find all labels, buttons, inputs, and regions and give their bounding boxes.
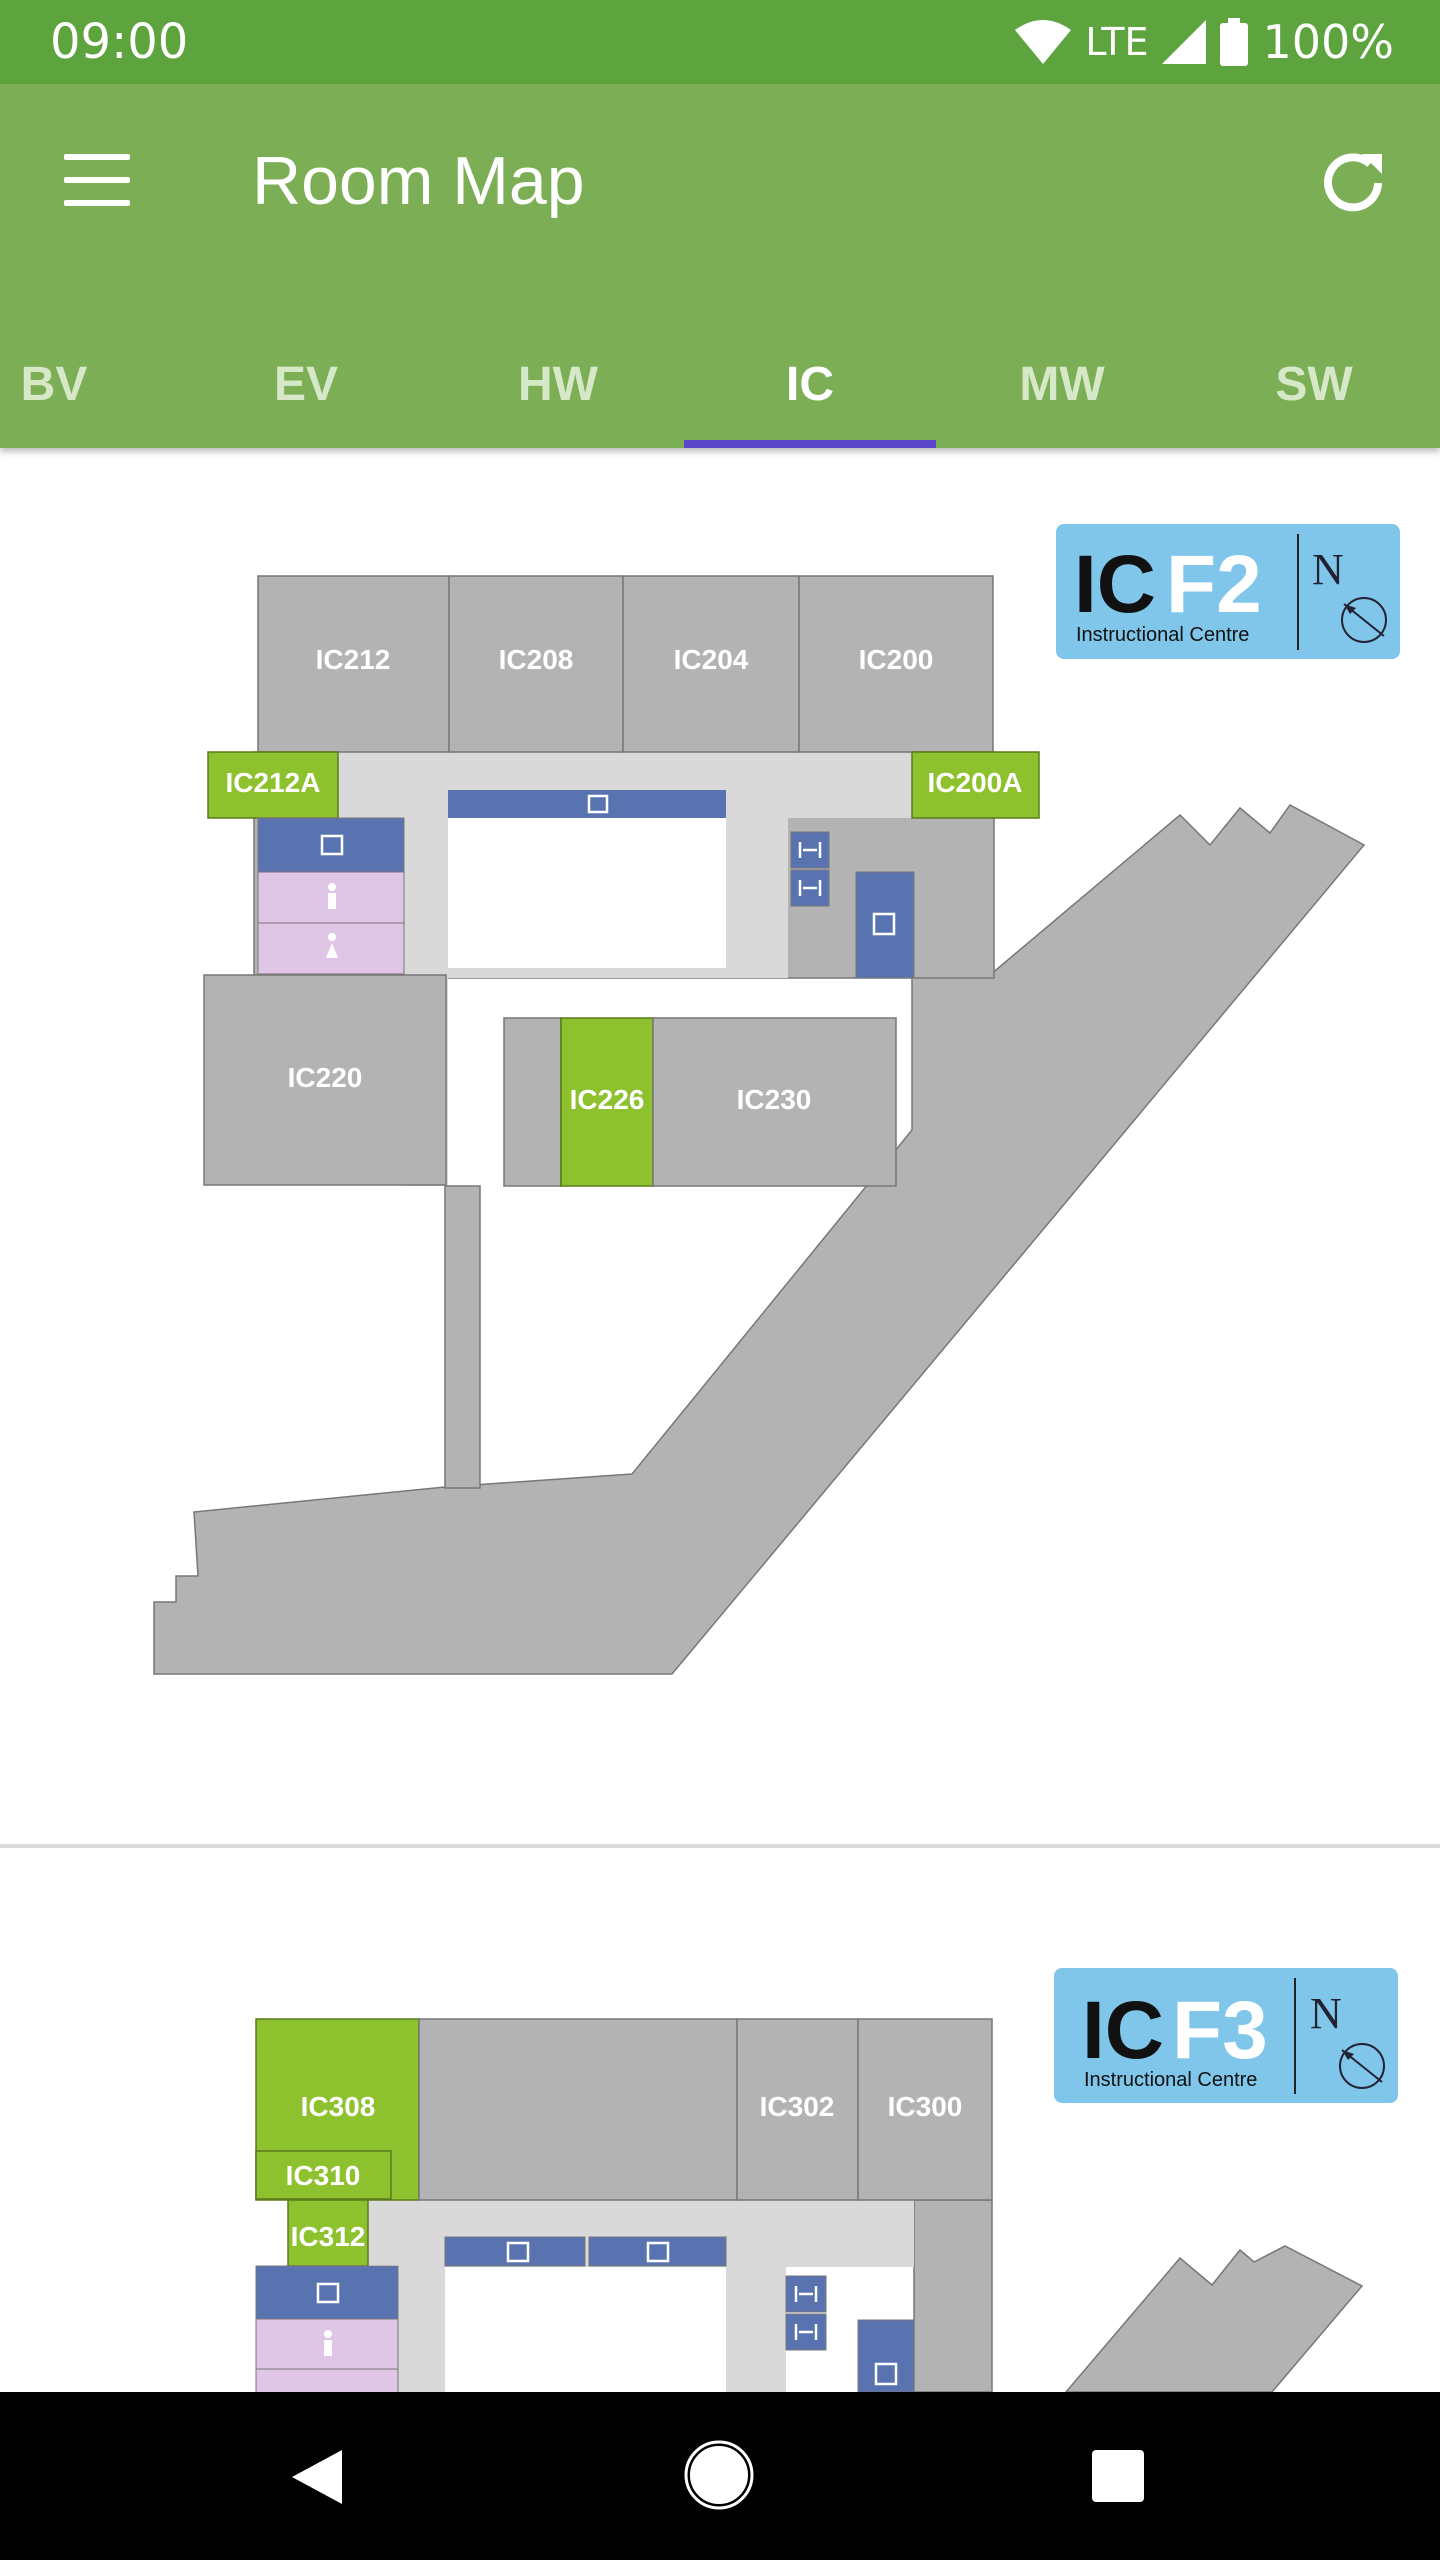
room-ic310 xyxy=(255,2150,392,2200)
recents-icon[interactable] xyxy=(1090,2448,1146,2504)
room-ic230 xyxy=(652,1017,897,1187)
room-ic204 xyxy=(622,575,800,753)
menu-icon[interactable] xyxy=(64,154,130,206)
connector-corridor xyxy=(444,1185,481,1489)
stairs-right xyxy=(855,871,915,979)
room-ic220 xyxy=(203,974,447,1186)
room-ic310-label: IC310 xyxy=(286,2160,361,2191)
tab-sw[interactable]: SW xyxy=(1275,358,1353,411)
room-ic302-label: IC302 xyxy=(760,2091,835,2122)
room-ic312 xyxy=(287,2199,369,2267)
svg-text:N: N xyxy=(1312,545,1344,594)
floor-divider xyxy=(0,1844,1440,1848)
status-bar: 09:00 LTE 100% xyxy=(0,0,1440,84)
courtyard xyxy=(448,818,726,968)
room-ic226 xyxy=(560,1017,654,1187)
floor-3-map[interactable]: IC308 IC310 IC302 IC300 IC312 IC F xyxy=(0,1850,1440,2392)
svg-text:F2: F2 xyxy=(1166,539,1262,630)
room-ic312-label: IC312 xyxy=(291,2221,366,2252)
room-ic300-label: IC300 xyxy=(888,2091,963,2122)
status-time: 09:00 xyxy=(50,14,189,70)
tab-bv[interactable]: BV xyxy=(20,358,88,411)
room-ic200 xyxy=(798,575,994,753)
battery-level: 100% xyxy=(1262,15,1394,69)
floor-3-badge: IC F3 Instructional Centre N xyxy=(1054,1968,1398,2103)
back-icon[interactable] xyxy=(288,2446,346,2508)
room-ic230-label: IC230 xyxy=(737,1084,812,1115)
tab-mw[interactable]: MW xyxy=(1019,358,1105,411)
washroom-women-f3 xyxy=(255,2368,399,2392)
svg-text:N: N xyxy=(1310,1989,1342,2038)
room-ic220-label: IC220 xyxy=(288,1062,363,1093)
room-ic200-label: IC200 xyxy=(859,644,934,675)
room-ic308-label: IC308 xyxy=(301,2091,376,2122)
room-ic302 xyxy=(736,2018,859,2201)
compass-icon xyxy=(1339,2043,1385,2089)
stairs-band xyxy=(448,790,726,818)
svg-text:Instructional Centre: Instructional Centre xyxy=(1076,624,1249,646)
wifi-icon xyxy=(1015,20,1072,64)
room-ic212-label: IC212 xyxy=(316,644,391,675)
network-type: LTE xyxy=(1085,20,1149,64)
room-ic212a xyxy=(207,751,339,819)
room-ic208-label: IC208 xyxy=(499,644,574,675)
map-scroll-area[interactable]: IC212 IC208 IC204 IC200 IC212A IC200A IC… xyxy=(0,450,1440,2392)
floor-2-badge: IC F2 Instructional Centre N xyxy=(1056,524,1400,659)
svg-text:IC: IC xyxy=(1082,1985,1164,2076)
room-ic226-label: IC226 xyxy=(570,1084,645,1115)
tab-ic[interactable]: IC xyxy=(786,358,834,411)
room-ic226-side xyxy=(503,1017,562,1187)
app-bar: Room Map BV EV HW IC MW SW xyxy=(0,84,1440,448)
home-icon[interactable] xyxy=(684,2440,754,2510)
svg-text:F3: F3 xyxy=(1172,1985,1268,2076)
diagonal-wing-f3 xyxy=(1065,2245,1364,2392)
room-ic204-label: IC204 xyxy=(674,644,749,675)
room-ic212 xyxy=(257,575,450,753)
refresh-icon[interactable] xyxy=(1316,146,1390,220)
svg-text:IC: IC xyxy=(1074,539,1156,630)
svg-text:Instructional Centre: Instructional Centre xyxy=(1084,2069,1257,2091)
compass-icon xyxy=(1341,597,1387,643)
room-ic200a-label: IC200A xyxy=(928,767,1023,798)
cell-signal-icon xyxy=(1162,20,1207,64)
system-nav-bar xyxy=(0,2392,1440,2560)
floor-2-map[interactable]: IC212 IC208 IC204 IC200 IC212A IC200A IC… xyxy=(0,450,1440,1850)
room-ic200a xyxy=(911,751,1040,819)
room-ic212a-label: IC212A xyxy=(226,767,321,798)
room-ic208 xyxy=(448,575,624,753)
page-title: Room Map xyxy=(252,143,585,219)
stairs-left-f3 xyxy=(255,2265,399,2320)
tab-indicator xyxy=(684,440,936,448)
central-block-f3 xyxy=(913,2199,993,2392)
battery-icon xyxy=(1220,18,1249,66)
room-ic300 xyxy=(857,2018,993,2201)
building-tabs: BV EV HW IC MW SW xyxy=(0,330,1440,448)
tab-ev[interactable]: EV xyxy=(273,358,339,411)
status-icons: LTE 100% xyxy=(1001,14,1394,70)
stairs-left xyxy=(257,817,405,873)
stairs-right-f3 xyxy=(857,2319,915,2392)
room-ic306 xyxy=(418,2018,738,2201)
tab-hw[interactable]: HW xyxy=(518,358,598,411)
